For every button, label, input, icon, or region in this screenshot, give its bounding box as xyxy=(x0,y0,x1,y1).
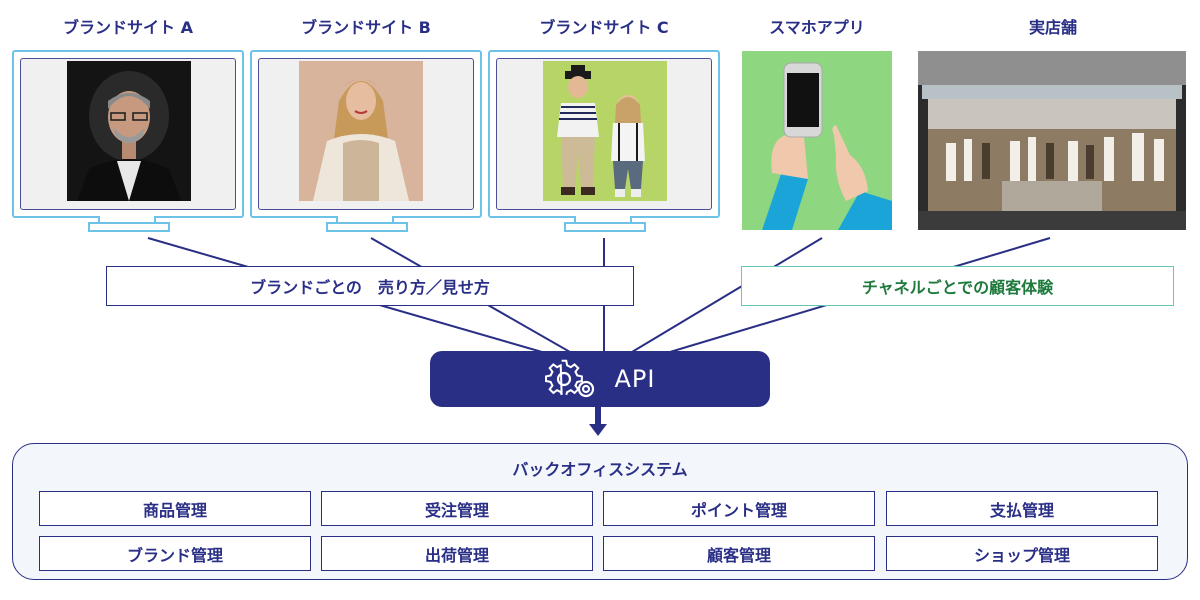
module-order-management: 受注管理 xyxy=(321,491,593,526)
channel-label-brand-a: ブランドサイト A xyxy=(63,18,193,37)
api-label: API xyxy=(614,365,656,393)
brand-strategy-label: ブランドごとの 売り方／見せ方 xyxy=(106,266,634,306)
photo-retail-store xyxy=(918,51,1186,230)
module-product-management: 商品管理 xyxy=(39,491,311,526)
photo-man-in-suit xyxy=(67,61,191,201)
module-shipping-management: 出荷管理 xyxy=(321,536,593,571)
backoffice-title: バックオフィスシステム xyxy=(512,460,688,479)
module-point-management: ポイント管理 xyxy=(603,491,875,526)
monitor-brand-a xyxy=(12,50,244,232)
monitor-brand-c xyxy=(488,50,720,232)
channel-experience-label: チャネルごとでの顧客体験 xyxy=(741,266,1174,306)
module-customer-management: 顧客管理 xyxy=(603,536,875,571)
backoffice-system: バックオフィスシステム 商品管理 受注管理 ポイント管理 支払管理 ブランド管理… xyxy=(12,443,1188,580)
module-shop-management: ショップ管理 xyxy=(886,536,1158,571)
channel-label-brand-b: ブランドサイト B xyxy=(301,18,431,37)
channel-label-store: 実店舗 xyxy=(1028,18,1077,37)
gears-icon xyxy=(544,359,594,398)
monitor-brand-b xyxy=(250,50,482,232)
module-brand-management: ブランド管理 xyxy=(39,536,311,571)
api-box: API xyxy=(430,351,770,407)
channel-label-brand-c: ブランドサイト C xyxy=(539,18,669,37)
photo-smartphone-hand xyxy=(742,51,892,230)
photo-woman-in-coat xyxy=(299,61,423,201)
photo-two-kids xyxy=(543,61,667,201)
module-payment-management: 支払管理 xyxy=(886,491,1158,526)
channel-label-smartphone: スマホアプリ xyxy=(769,18,865,37)
